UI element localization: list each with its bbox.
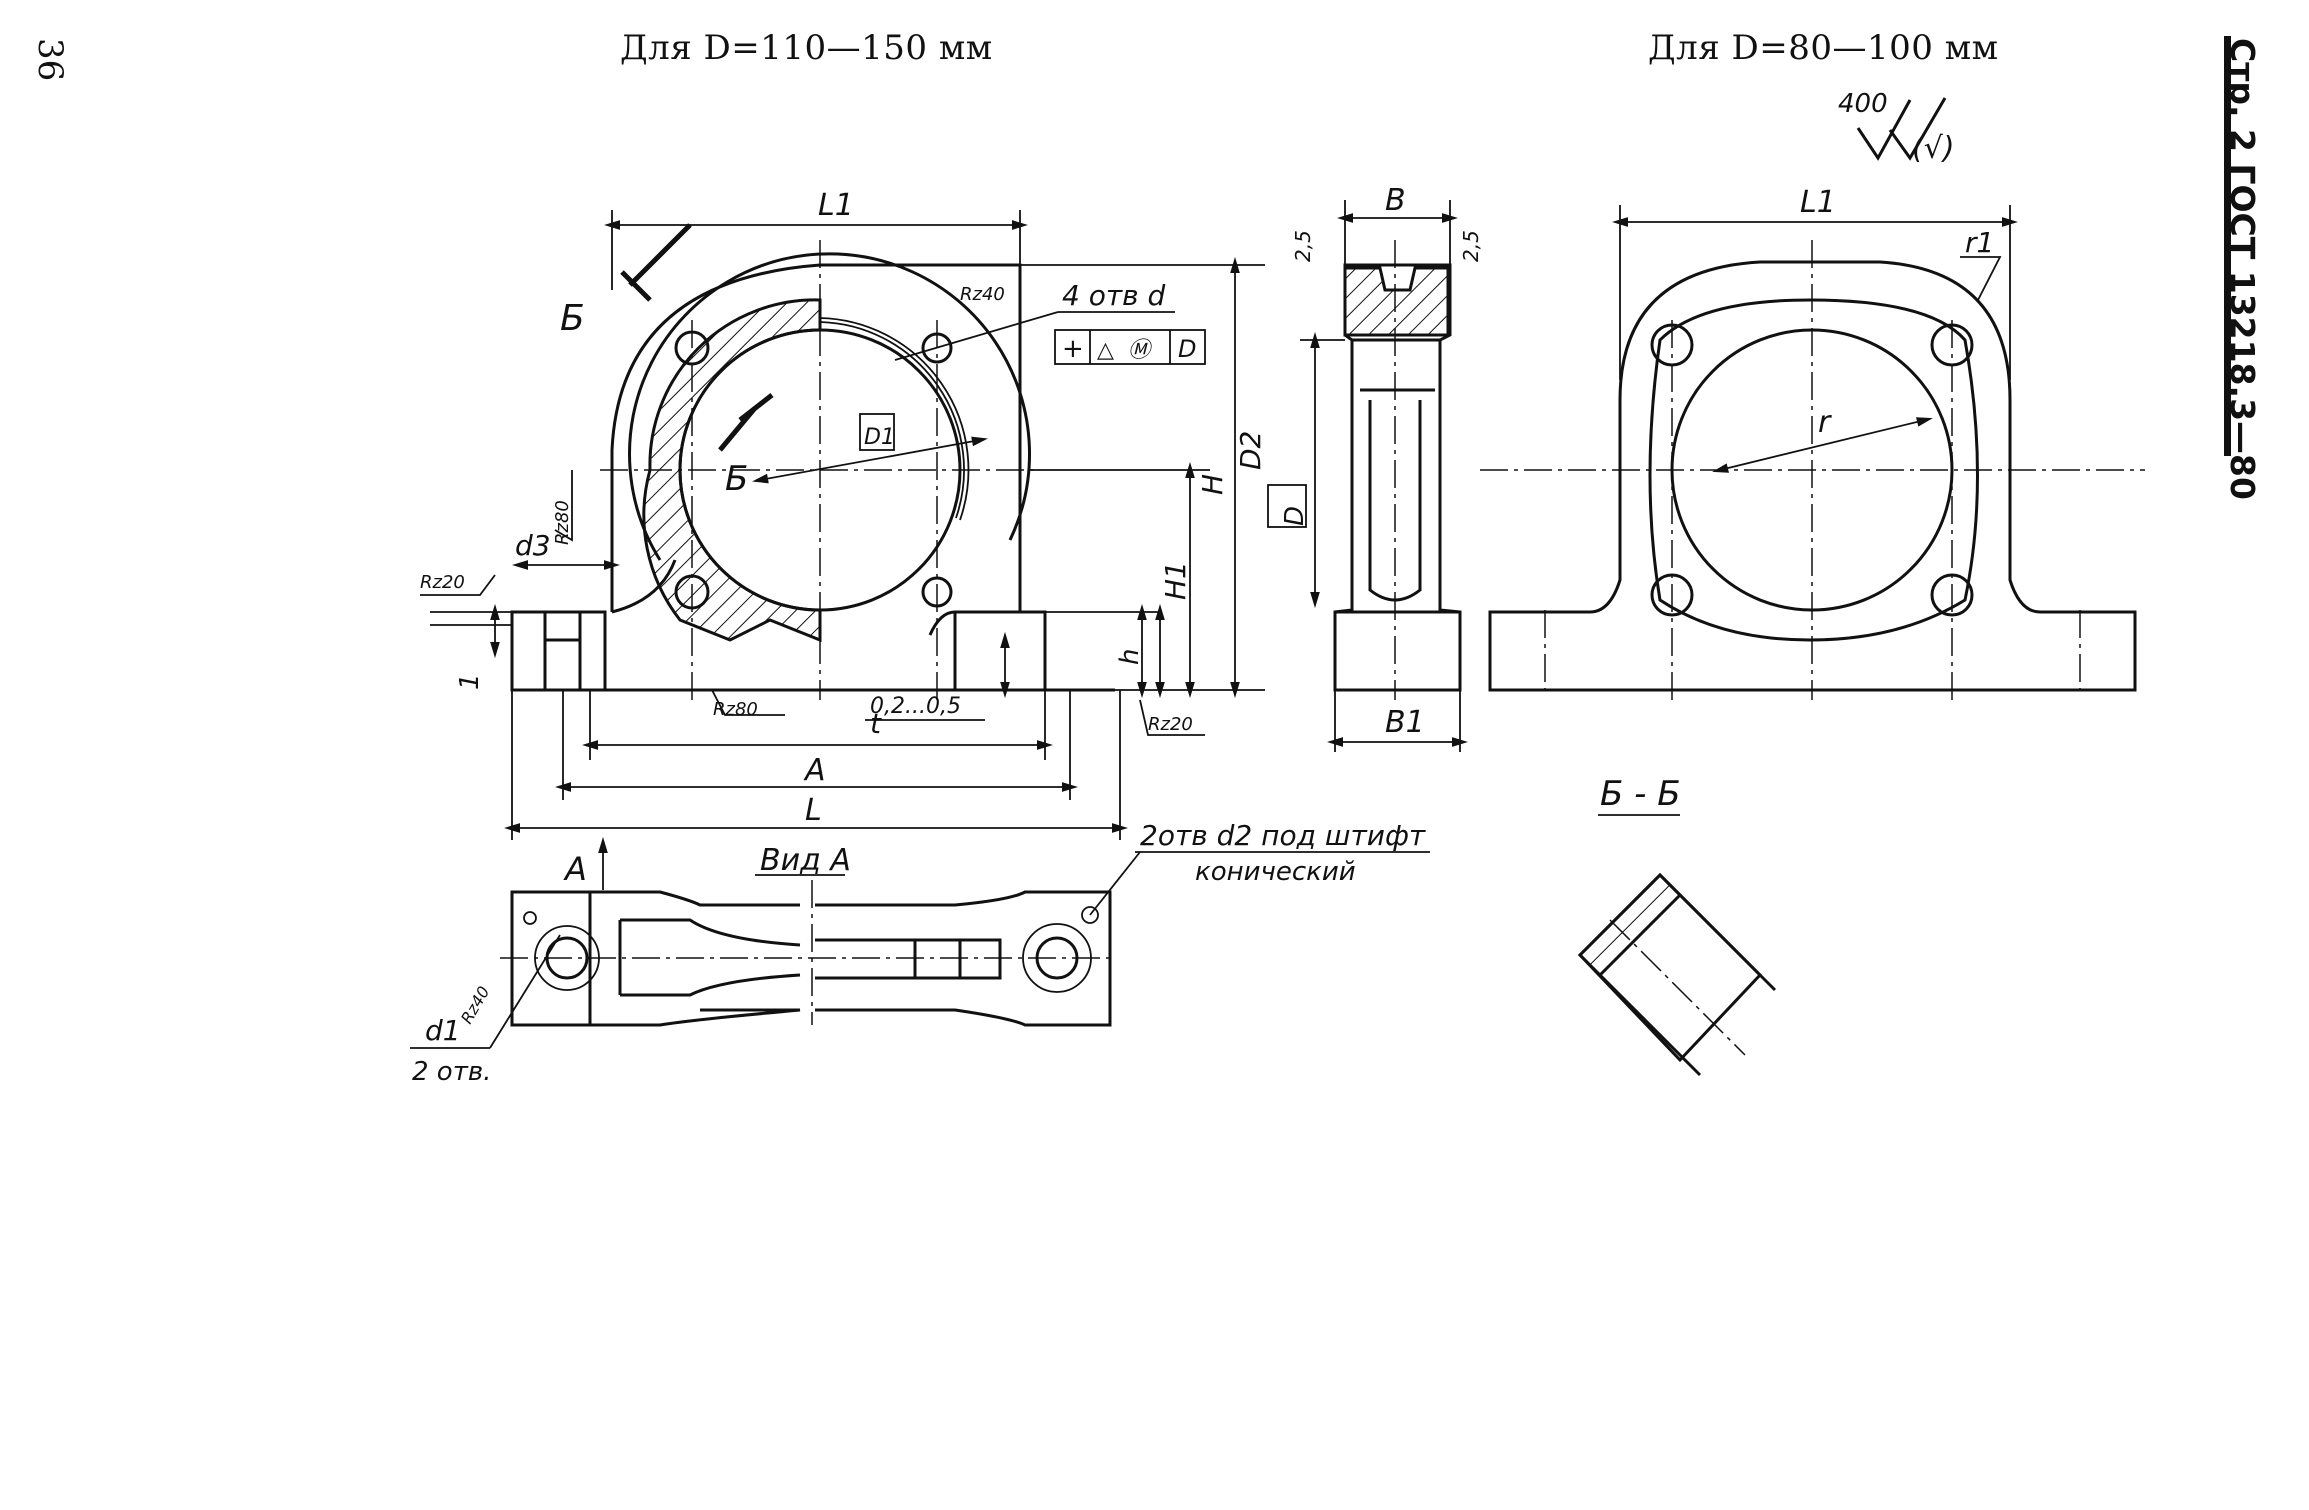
svg-text:Б: Б [560, 298, 585, 339]
title-right: Для D=80—100 мм [1648, 28, 1999, 68]
svg-text:+: + [1062, 334, 1084, 364]
section-bb: Б - Б [1577, 774, 1777, 1077]
view-a: А Вид А 2отв d2 под штифт конический d1 … [410, 819, 1430, 1087]
svg-text:Rz80: Rz80 [713, 699, 758, 720]
svg-text:Б - Б: Б - Б [1600, 774, 1681, 814]
svg-text:D1: D1 [864, 425, 895, 450]
svg-text:Rz40: Rz40 [457, 983, 493, 1027]
svg-text:4 отв d: 4 отв d [1062, 279, 1166, 312]
svg-text:D: D [1178, 335, 1196, 363]
svg-text:L: L [805, 793, 822, 828]
side-view: B 2,5 2,5 D B1 [1267, 183, 1483, 752]
tolerance-frame: + △ Ⓜ D [1054, 329, 1206, 365]
svg-text:A: A [803, 753, 826, 788]
outer-arc [628, 252, 1031, 561]
svg-text:1: 1 [455, 673, 485, 690]
svg-text:0,2...0,5: 0,2...0,5 [870, 694, 961, 719]
svg-text:Вид А: Вид А [760, 843, 851, 878]
svg-text:Rz20: Rz20 [1148, 714, 1193, 735]
side-rule [2224, 36, 2231, 456]
svg-text:t: t [870, 707, 882, 740]
base-right [590, 610, 1047, 692]
svg-text:Rz80: Rz80 [552, 500, 573, 545]
svg-text:d3: d3 [515, 529, 551, 562]
svg-text:L1: L1 [818, 188, 854, 223]
svg-text:конический: конический [1195, 857, 1356, 887]
title-left: Для D=110—150 мм [620, 28, 993, 68]
svg-text:L1: L1 [1800, 185, 1836, 220]
svg-text:2,5: 2,5 [1291, 230, 1315, 262]
housing-outline [610, 263, 1022, 612]
front-view-left: L1 Б Б D1 4 отв d Rz40 + △ Ⓜ D D2 [420, 188, 1267, 840]
svg-text:А: А [563, 850, 587, 888]
svg-text:r: r [1818, 405, 1832, 440]
svg-text:Ⓜ: Ⓜ [1128, 338, 1153, 363]
svg-text:D: D [1280, 506, 1310, 526]
svg-text:Rz40: Rz40 [960, 284, 1005, 305]
svg-text:2отв d2 под штифт: 2отв d2 под штифт [1140, 819, 1426, 852]
svg-text:(√): (√) [1912, 131, 1955, 166]
svg-text:B: B [1385, 183, 1406, 218]
svg-text:h: h [1115, 649, 1145, 665]
svg-text:r1: r1 [1965, 226, 1994, 259]
svg-text:B1: B1 [1385, 705, 1425, 740]
svg-text:d1: d1 [425, 1014, 461, 1047]
left-foot [510, 610, 607, 692]
front-view-right: L1 r r1 [1480, 185, 2145, 700]
roughness-symbol: 400 (√) [1838, 89, 1955, 166]
svg-text:2 отв.: 2 отв. [412, 1057, 491, 1087]
svg-text:Б: Б [725, 459, 748, 499]
svg-text:H: H [1196, 474, 1229, 495]
svg-text:400: 400 [1838, 89, 1888, 119]
svg-text:△: △ [1097, 338, 1114, 363]
svg-text:2,5: 2,5 [1459, 230, 1483, 262]
svg-text:H1: H1 [1159, 561, 1192, 600]
svg-text:Rz20: Rz20 [420, 572, 465, 593]
svg-text:D2: D2 [1234, 431, 1267, 470]
